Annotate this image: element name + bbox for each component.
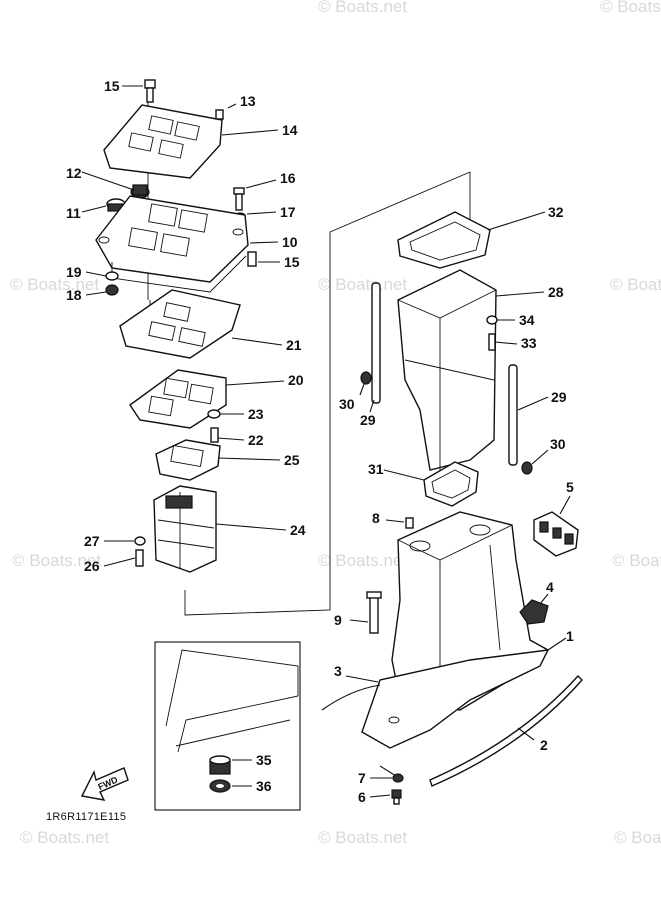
watermark-text: © Boats.net bbox=[614, 828, 661, 847]
callout-36: 36 bbox=[256, 778, 272, 794]
callout-34: 34 bbox=[519, 312, 535, 328]
gasket-part-14 bbox=[103, 104, 223, 179]
hose-part-3 bbox=[321, 684, 381, 711]
watermark-text: © Boats.net bbox=[318, 828, 407, 847]
watermark-text: © Boats.net bbox=[610, 275, 661, 294]
watermark-text: © Boats.net bbox=[600, 0, 661, 16]
watermark-layer: © Boats.net © Boats.net © Boats.net © Bo… bbox=[10, 0, 661, 847]
bolt-part-15 bbox=[144, 79, 156, 103]
watermark-text: © Boats.net bbox=[612, 551, 661, 570]
callout-26: 26 bbox=[84, 558, 100, 574]
gasket-part-32 bbox=[397, 211, 491, 269]
pin-part-13 bbox=[215, 109, 224, 120]
callout-14: 14 bbox=[282, 122, 298, 138]
exhaust-guide-part-24 bbox=[153, 485, 217, 573]
forward-arrow-icon: FWD bbox=[80, 767, 129, 801]
bolt-part-9 bbox=[366, 591, 382, 634]
gasket-part-31 bbox=[423, 461, 479, 507]
callout-30-right: 30 bbox=[550, 436, 566, 452]
callout-13: 13 bbox=[240, 93, 256, 109]
callout-32: 32 bbox=[548, 204, 564, 220]
anode-part-4 bbox=[519, 599, 549, 625]
bolt-part-15-lower bbox=[247, 251, 257, 267]
callout-22: 22 bbox=[248, 432, 264, 448]
callout-15-lower: 15 bbox=[284, 254, 300, 270]
callout-33: 33 bbox=[521, 335, 537, 351]
washer-part-27 bbox=[134, 536, 146, 546]
washer-part-30-right bbox=[521, 461, 533, 475]
callout-4: 4 bbox=[546, 579, 554, 595]
callout-28: 28 bbox=[548, 284, 564, 300]
watermark-text: © Boats.net bbox=[20, 828, 109, 847]
callout-18: 18 bbox=[66, 287, 82, 303]
anti-cavitation-plate bbox=[361, 649, 550, 749]
watermark-text: © Boats.net bbox=[318, 551, 407, 570]
callout-12: 12 bbox=[66, 165, 82, 181]
callout-2: 2 bbox=[540, 737, 548, 753]
callout-30-left: 30 bbox=[339, 396, 355, 412]
callout-31: 31 bbox=[368, 461, 384, 477]
fwd-label: FWD bbox=[96, 774, 119, 792]
watermark-text: © Boats.net bbox=[10, 275, 99, 294]
callout-7: 7 bbox=[358, 770, 366, 786]
bolt-part-33 bbox=[488, 333, 496, 351]
callout-9: 9 bbox=[334, 612, 342, 628]
seal-strip-part-29-right bbox=[508, 364, 518, 466]
callout-29-left: 29 bbox=[360, 412, 376, 428]
diagram-code: 1R6R1171E115 bbox=[46, 811, 126, 823]
oil-pan-part-28 bbox=[397, 269, 497, 471]
callout-35: 35 bbox=[256, 752, 272, 768]
plate-part-20 bbox=[129, 369, 227, 429]
callout-1: 1 bbox=[566, 628, 574, 644]
callout-3: 3 bbox=[334, 663, 342, 679]
callout-29-right: 29 bbox=[551, 389, 567, 405]
callout-23: 23 bbox=[248, 406, 264, 422]
bolt-part-22 bbox=[210, 427, 219, 443]
watermark-text: © Boats.net bbox=[318, 0, 407, 16]
callout-8: 8 bbox=[372, 510, 380, 526]
callout-25: 25 bbox=[284, 452, 300, 468]
screw-part-7 bbox=[379, 765, 404, 783]
callout-6: 6 bbox=[358, 789, 366, 805]
bolt-part-6 bbox=[391, 789, 402, 805]
seal-strip-part-29-left bbox=[371, 282, 381, 404]
washer-part-30-left bbox=[360, 371, 372, 385]
nut-part-18 bbox=[105, 284, 119, 296]
watermark-text: © Boats.net bbox=[12, 551, 101, 570]
callout-15: 15 bbox=[104, 78, 120, 94]
callout-11: 11 bbox=[66, 205, 81, 221]
pin-part-8 bbox=[405, 517, 414, 529]
callout-10: 10 bbox=[282, 234, 298, 250]
callout-24: 24 bbox=[290, 522, 306, 538]
gear-part-35 bbox=[209, 755, 231, 775]
inset-detail-box bbox=[154, 641, 301, 811]
washer-part-34 bbox=[486, 315, 498, 325]
washer-part-23 bbox=[207, 409, 221, 419]
callout-21: 21 bbox=[286, 337, 302, 353]
callout-labels: 15 13 14 12 11 16 17 10 19 18 15 21 20 2… bbox=[66, 78, 574, 805]
seal-part-2 bbox=[429, 674, 583, 787]
upper-casing-part-10 bbox=[95, 195, 249, 293]
bolt-part-16 bbox=[233, 187, 245, 211]
callout-19: 19 bbox=[66, 264, 82, 280]
washer-part-19 bbox=[105, 271, 119, 281]
callout-5: 5 bbox=[566, 479, 574, 495]
watermark-text: © Boats.net bbox=[318, 275, 407, 294]
callout-16: 16 bbox=[280, 170, 296, 186]
leader-lines bbox=[81, 85, 571, 798]
gasket-part-21 bbox=[119, 289, 241, 359]
grommet-part-5 bbox=[533, 511, 579, 557]
callout-17: 17 bbox=[280, 204, 296, 220]
callout-20: 20 bbox=[288, 372, 304, 388]
callout-27: 27 bbox=[84, 533, 100, 549]
gasket-part-25 bbox=[155, 439, 221, 481]
bolt-part-26 bbox=[135, 549, 144, 567]
